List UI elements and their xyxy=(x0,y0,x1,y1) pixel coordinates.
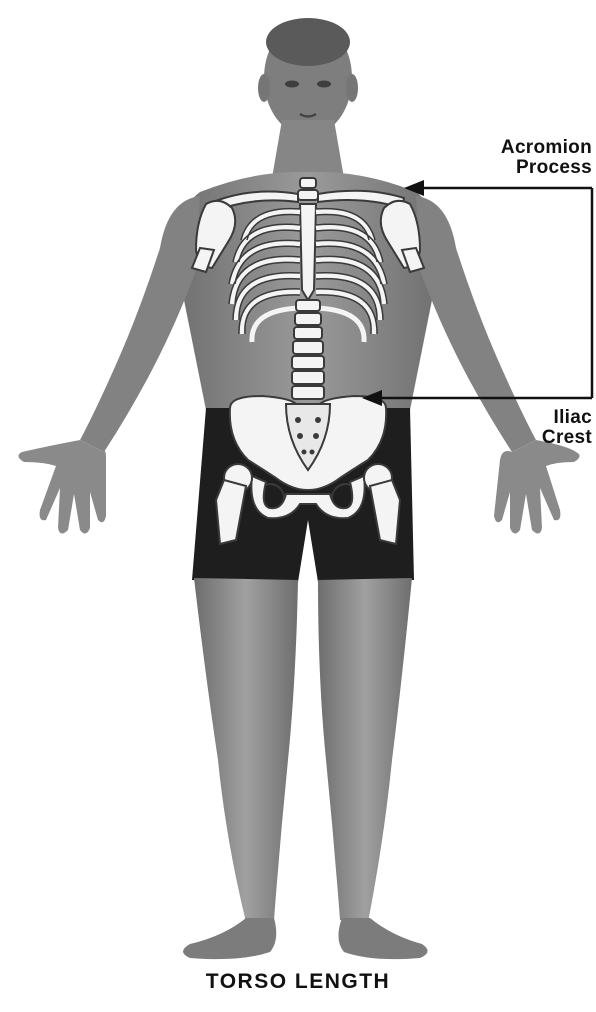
left-hand xyxy=(18,440,106,534)
sternum xyxy=(300,204,316,300)
diagram-caption: TORSO LENGTH xyxy=(0,970,596,994)
acromion-label-line-1: Acromion xyxy=(501,138,592,158)
left-arm xyxy=(80,196,200,452)
right-hand xyxy=(494,440,580,534)
iliac-label-line-2: Crest xyxy=(542,428,592,448)
right-foot xyxy=(338,918,427,959)
neck xyxy=(272,120,344,178)
right-leg xyxy=(318,578,412,922)
iliac-crest-label: Iliac Crest xyxy=(542,408,592,448)
right-arm xyxy=(416,196,536,452)
acromion-label-line-2: Process xyxy=(501,158,592,178)
left-leg xyxy=(194,578,298,922)
left-foot xyxy=(183,918,276,959)
acromion-process-label: Acromion Process xyxy=(501,138,592,178)
iliac-label-line-1: Iliac xyxy=(542,408,592,428)
